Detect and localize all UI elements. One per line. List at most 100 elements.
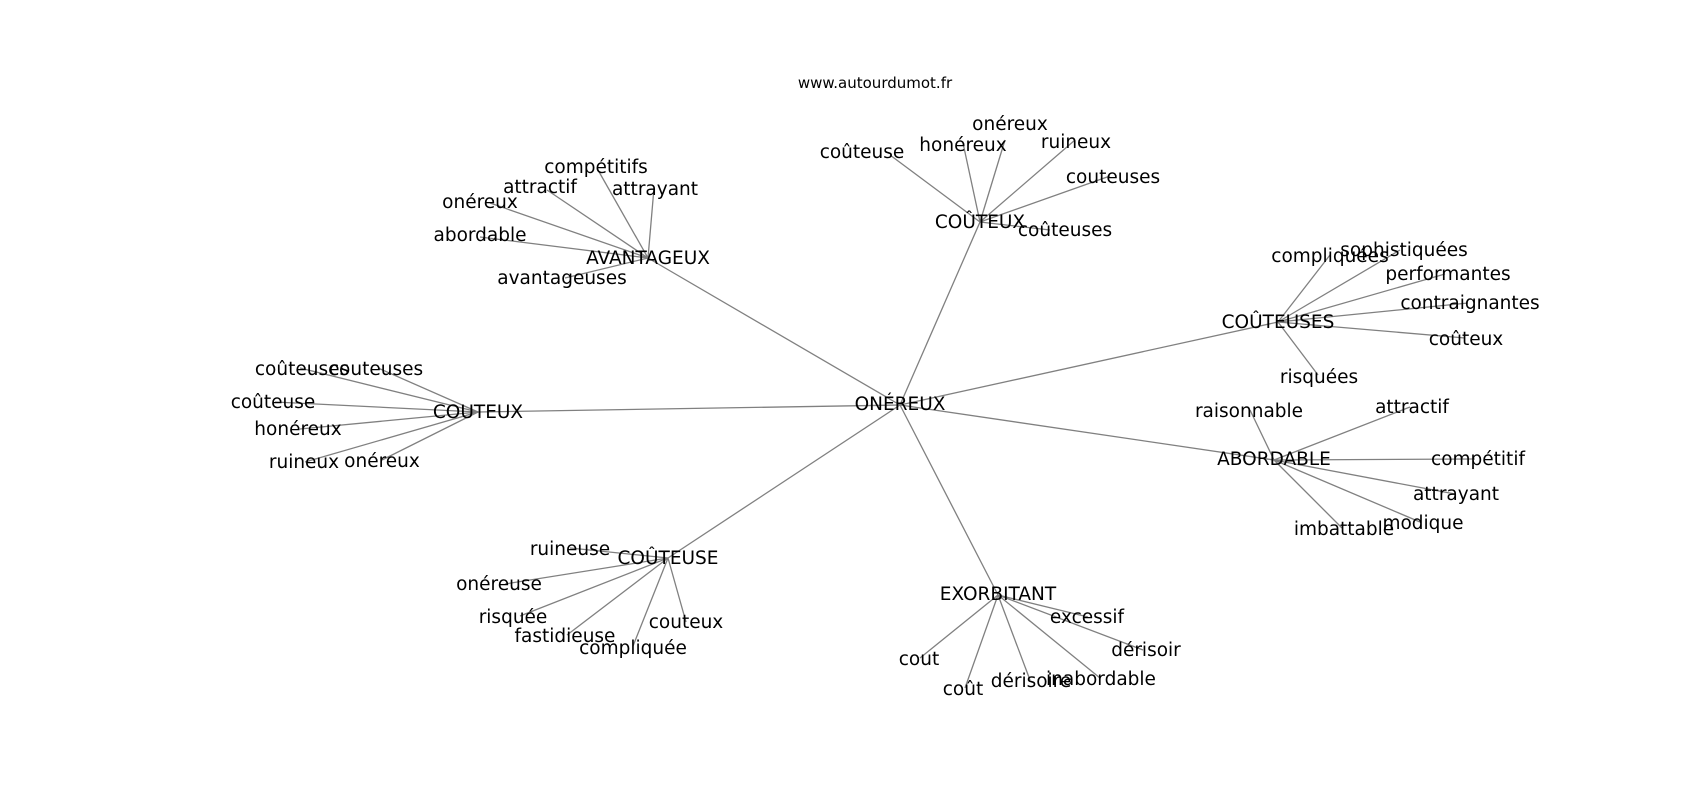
edge-cluster-to-leaf	[381, 411, 479, 461]
edge-center-to-cluster	[899, 221, 981, 406]
edge-cluster-to-leaf	[377, 367, 479, 413]
cluster-node: AVANTAGEUX	[586, 248, 710, 269]
leaf-node: onéreux	[972, 114, 1048, 135]
edge-center-to-cluster	[899, 404, 1275, 461]
leaf-node: compliquée	[579, 638, 687, 659]
leaf-node: attractif	[503, 177, 577, 198]
edge-cluster-to-leaf	[979, 175, 1111, 223]
edge-cluster-to-leaf	[962, 142, 981, 223]
leaf-node: ruineux	[1041, 132, 1111, 153]
edge-center-to-cluster	[477, 404, 901, 413]
edge-cluster-to-leaf	[597, 169, 649, 259]
edge-cluster-to-leaf	[519, 557, 669, 617]
leaf-node: risquées	[1280, 367, 1358, 388]
edge-cluster-to-leaf	[299, 367, 479, 413]
edge-cluster-to-leaf	[667, 557, 687, 623]
edge-cluster-to-leaf	[1273, 459, 1421, 523]
edge-cluster-to-leaf	[889, 154, 981, 223]
edge-cluster-to-leaf	[1277, 302, 1469, 323]
leaf-node: abordable	[433, 225, 526, 246]
edge-cluster-to-leaf	[274, 401, 479, 413]
edge-cluster-to-leaf	[979, 139, 1006, 223]
labels-layer: www.autourdumot.fr ONÉREUX COÛTEUX onéreu…	[231, 74, 1540, 700]
edge-center-to-cluster	[899, 321, 1279, 406]
edge-cluster-to-leaf	[997, 594, 1101, 679]
leaf-node: attrayant	[1413, 484, 1499, 505]
edge-cluster-to-leaf	[569, 547, 669, 559]
source-url: www.autourdumot.fr	[798, 74, 953, 92]
leaf-node: compliquées	[1271, 246, 1388, 267]
edge-cluster-to-leaf	[489, 202, 649, 259]
leaf-node: ruineux	[269, 452, 339, 473]
leaf-node: performantes	[1385, 264, 1510, 285]
edge-cluster-to-leaf	[1277, 321, 1466, 339]
leaf-node: modique	[1382, 513, 1463, 534]
edge-cluster-to-leaf	[997, 594, 1089, 618]
edge-center-to-cluster	[667, 404, 901, 559]
leaf-node: fastidieuse	[515, 626, 616, 647]
cluster-node: COÛTEUSES	[1222, 311, 1335, 333]
leaf-node: dérisoir	[1111, 640, 1181, 661]
edge-cluster-to-leaf	[1277, 254, 1331, 323]
leaf-node: raisonnable	[1195, 401, 1303, 422]
leaf-node: onéreux	[442, 192, 518, 213]
leaf-node: coûteuse	[820, 142, 905, 163]
leaf-node: honéreux	[254, 419, 341, 440]
leaf-node: excessif	[1050, 607, 1125, 628]
leaf-node: avantageuses	[497, 268, 626, 289]
edges-layer	[274, 139, 1476, 689]
leaf-node: coûteuse	[231, 392, 316, 413]
leaf-node: honéreux	[919, 135, 1006, 156]
edge-cluster-to-leaf	[1249, 409, 1275, 461]
leaf-node: coûteux	[1429, 329, 1504, 350]
edge-cluster-to-leaf	[1273, 406, 1411, 461]
edge-cluster-to-leaf	[1273, 459, 1343, 529]
leaf-node: imbattable	[1294, 519, 1394, 540]
leaf-node: inabordable	[1046, 669, 1156, 690]
edge-cluster-to-leaf	[919, 594, 999, 659]
cluster-node: COÛTEUX	[935, 211, 1026, 233]
leaf-node: attractif	[1375, 397, 1449, 418]
edge-center-to-cluster	[899, 404, 999, 596]
edge-cluster-to-leaf	[566, 557, 669, 636]
leaf-node: compétitif	[1431, 449, 1525, 470]
edge-cluster-to-leaf	[299, 411, 479, 430]
leaf-node: couteux	[649, 612, 724, 633]
leaf-node: cout	[899, 649, 939, 670]
edge-cluster-to-leaf	[997, 594, 1144, 651]
edge-cluster-to-leaf	[504, 557, 669, 585]
edge-cluster-to-leaf	[1273, 459, 1456, 495]
edge-cluster-to-leaf	[647, 187, 655, 259]
leaf-node: couteuses	[329, 359, 423, 380]
cluster-node: COUTEUX	[433, 402, 524, 423]
leaf-node: compétitifs	[544, 157, 648, 178]
edge-cluster-to-leaf	[1273, 458, 1476, 461]
edge-cluster-to-leaf	[479, 236, 649, 259]
leaf-node: sophistiquées	[1340, 240, 1467, 261]
leaf-node: ruineuse	[530, 539, 610, 560]
edge-cluster-to-leaf	[1277, 321, 1319, 376]
edge-cluster-to-leaf	[546, 189, 649, 259]
leaf-node: coûteuses	[1018, 220, 1112, 241]
center-node: ONÉREUX	[855, 393, 946, 415]
leaf-node: contraignantes	[1400, 293, 1539, 314]
edge-cluster-to-leaf	[1277, 249, 1401, 323]
leaf-node: dérisoire	[991, 671, 1072, 692]
edge-cluster-to-leaf	[1277, 273, 1446, 323]
cluster-node: EXORBITANT	[940, 584, 1057, 605]
leaf-node: onéreuse	[456, 574, 542, 595]
edge-cluster-to-leaf	[979, 139, 1076, 223]
leaf-node: attrayant	[612, 179, 698, 200]
cluster-node: ABORDABLE	[1217, 449, 1331, 470]
leaf-node: risquée	[479, 607, 548, 628]
leaf-node: onéreux	[344, 451, 420, 472]
edge-cluster-to-leaf	[964, 594, 999, 689]
edge-cluster-to-leaf	[979, 221, 1051, 231]
edge-cluster-to-leaf	[564, 257, 649, 279]
leaf-node: coût	[943, 679, 983, 700]
edge-center-to-cluster	[647, 257, 901, 406]
edge-cluster-to-leaf	[997, 594, 1031, 681]
edge-cluster-to-leaf	[304, 411, 479, 463]
leaf-node: couteuses	[1066, 167, 1160, 188]
